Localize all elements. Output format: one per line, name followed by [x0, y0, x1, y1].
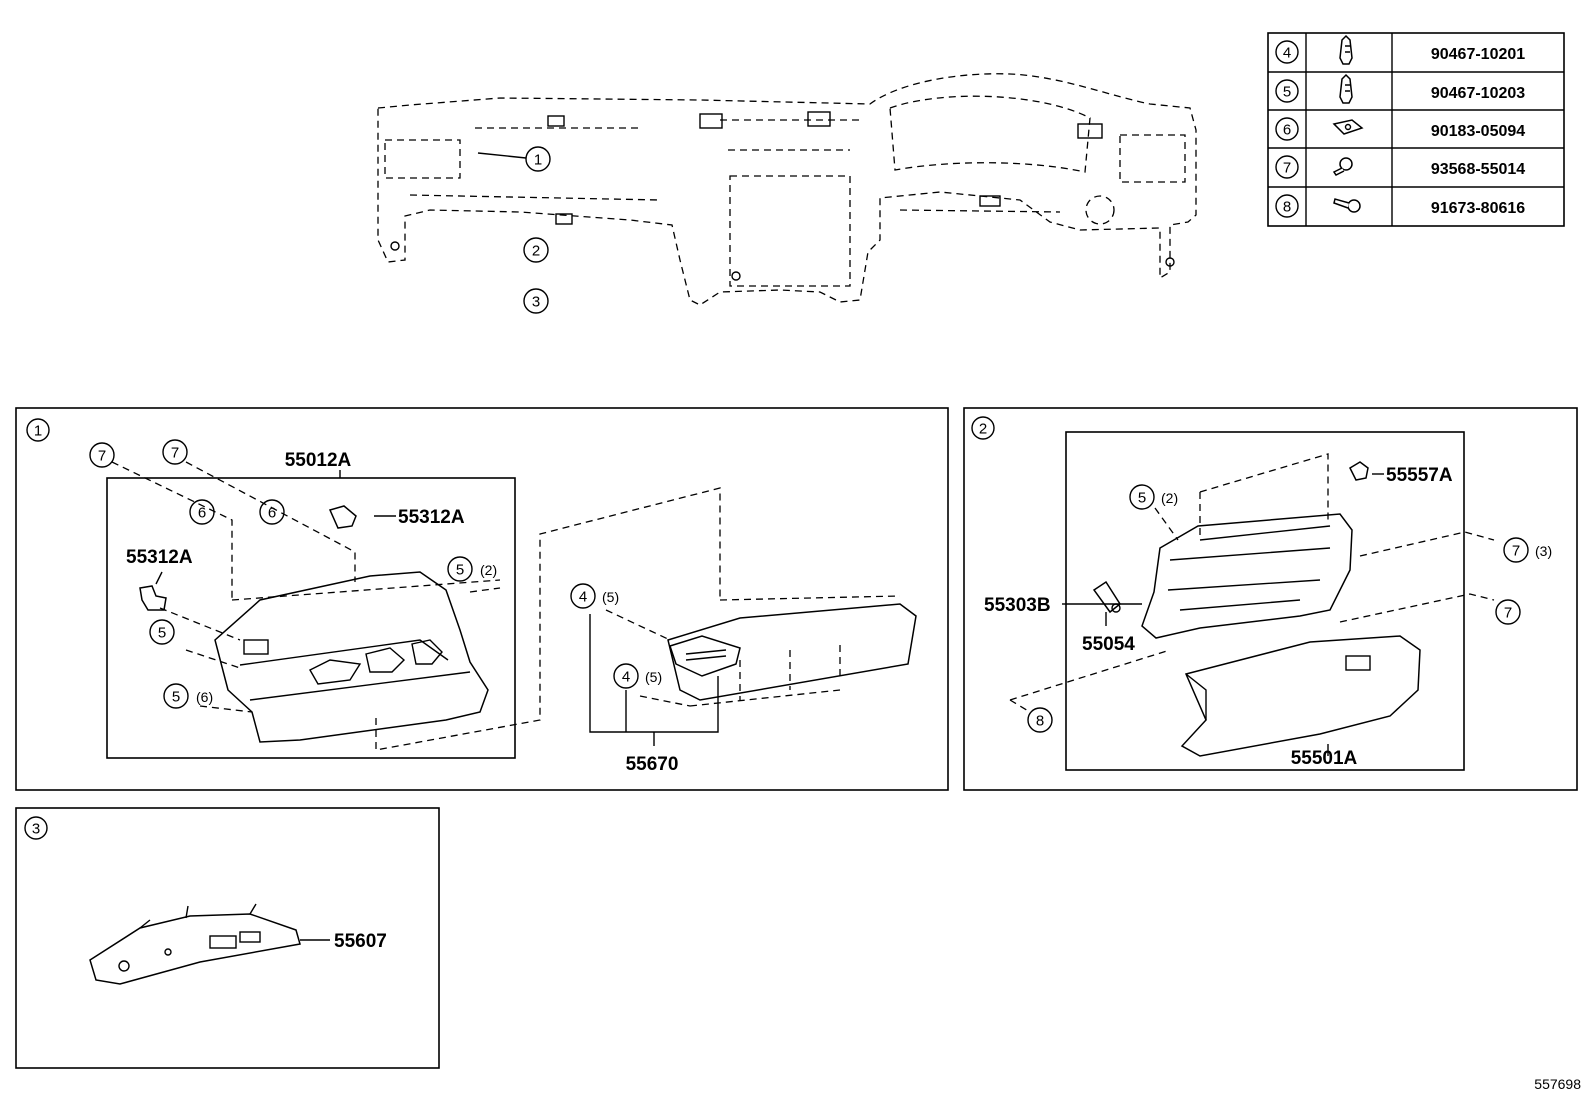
screw-icon [1332, 157, 1353, 176]
dashboard-overview: 1 2 3 [377, 73, 1197, 314]
callout-circle [1275, 79, 1299, 103]
svg-text:6: 6 [198, 505, 206, 522]
damper-part [1092, 580, 1121, 614]
under-cover-part [89, 903, 301, 985]
callout: 6 [259, 499, 285, 525]
upper-panel-part [214, 571, 489, 743]
label-clip: 55312A [126, 547, 193, 568]
overview-callout: 2 [523, 237, 549, 263]
svg-text:5: 5 [456, 562, 464, 579]
table-part-number: 90183-05094 [1431, 123, 1525, 140]
diagram-id: 557698 [1534, 1076, 1581, 1092]
svg-text:2: 2 [532, 243, 540, 260]
panel-ref: 3 [32, 821, 40, 838]
vent-part [605, 595, 917, 707]
svg-text:(6): (6) [196, 689, 213, 705]
callout: 5 (2) [447, 556, 497, 582]
table-row: 5 90467-10203 [1275, 73, 1525, 104]
glove-door-part [1180, 635, 1421, 757]
callout: 6 [189, 499, 215, 525]
svg-text:(3): (3) [1535, 543, 1552, 559]
label-under-cover: 55607 [334, 931, 387, 952]
table-part-number: 90467-10201 [1431, 46, 1525, 63]
svg-text:7: 7 [1504, 605, 1512, 622]
svg-text:(5): (5) [645, 669, 662, 685]
table-part-number: 91673-80616 [1431, 200, 1525, 217]
panel-1: 1 [15, 407, 949, 791]
callout: 7 (3) [1503, 537, 1552, 563]
svg-text:3: 3 [532, 294, 540, 311]
clip-icon [139, 585, 167, 611]
callout: 7 [162, 439, 188, 465]
table-ref: 5 [1283, 84, 1291, 101]
overview-callout: 1 [525, 146, 551, 172]
table-row: 7 93568-55014 [1275, 155, 1525, 179]
clip-icon [1339, 73, 1353, 104]
callout-circle [1275, 194, 1299, 218]
label-glove-door: 55501A [1291, 748, 1358, 769]
callout: 5 [149, 619, 175, 645]
clip-icon [328, 505, 357, 529]
label-upper-panel: 55012A [285, 450, 352, 471]
panel-3: 3 55607 [15, 807, 440, 1069]
callout-circle [1275, 40, 1299, 64]
svg-text:(2): (2) [1161, 490, 1178, 506]
svg-text:5: 5 [158, 625, 166, 642]
table-part-number: 90467-10203 [1431, 85, 1525, 102]
nut-clip-icon [1332, 119, 1364, 135]
callout: 4 (5) [613, 663, 662, 689]
callout: 5 (2) [1129, 484, 1178, 510]
svg-text:4: 4 [579, 589, 587, 606]
svg-text:6: 6 [268, 505, 276, 522]
svg-text:8: 8 [1036, 713, 1044, 730]
table-ref: 8 [1283, 199, 1291, 216]
bolt-icon [1333, 198, 1361, 213]
label-vent: 55670 [626, 754, 679, 775]
svg-text:7: 7 [98, 448, 106, 465]
table-ref: 7 [1283, 160, 1291, 177]
label-clip: 55312A [398, 507, 465, 528]
callout: 5 (6) [163, 683, 213, 709]
label-stopper: 55557A [1386, 465, 1453, 486]
callout: 7 [1495, 599, 1521, 625]
clip-icon [1339, 34, 1353, 65]
table-row: 6 90183-05094 [1275, 117, 1525, 141]
panel-2: 2 [963, 407, 1578, 791]
callout: 4 (5) [570, 583, 619, 609]
label-damper: 55054 [1082, 634, 1135, 655]
glove-frame-part [1141, 513, 1353, 639]
panel-ref: 2 [979, 421, 987, 438]
table-ref: 6 [1283, 122, 1291, 139]
svg-text:1: 1 [534, 152, 542, 169]
table-row: 8 91673-80616 [1275, 194, 1525, 218]
svg-text:5: 5 [1138, 490, 1146, 507]
svg-text:7: 7 [1512, 543, 1520, 560]
table-row: 4 90467-10201 [1275, 34, 1525, 65]
svg-text:7: 7 [171, 445, 179, 462]
callout: 8 [1027, 707, 1053, 733]
svg-text:(2): (2) [480, 562, 497, 578]
table-ref: 4 [1283, 45, 1291, 62]
fastener-table: 4 90467-10201 5 90467-10203 6 [1267, 32, 1565, 227]
label-door-frame: 55303B [984, 595, 1051, 616]
stopper-icon [1349, 461, 1369, 481]
svg-text:5: 5 [172, 689, 180, 706]
callout-circle [1275, 155, 1299, 179]
svg-text:4: 4 [622, 669, 630, 686]
overview-callout: 3 [523, 288, 549, 314]
callout: 7 [89, 442, 115, 468]
svg-text:(5): (5) [602, 589, 619, 605]
table-part-number: 93568-55014 [1431, 161, 1525, 178]
panel-ref: 1 [34, 423, 42, 440]
callout-circle [1275, 117, 1299, 141]
